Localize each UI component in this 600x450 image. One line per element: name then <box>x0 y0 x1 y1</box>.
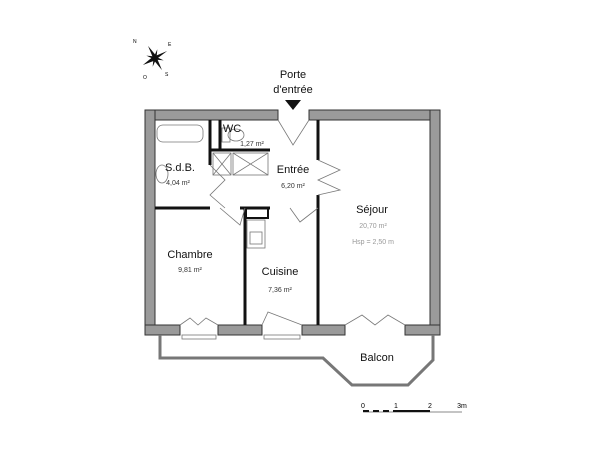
room-area-sejour: 20,70 m² <box>359 223 387 230</box>
entrance-label-line1: Porte <box>280 69 306 81</box>
svg-text:O: O <box>143 75 147 81</box>
fixtures <box>155 124 269 249</box>
svg-text:N: N <box>133 39 137 45</box>
arrow-down-icon <box>285 100 301 110</box>
room-area-cuisine: 7,36 m² <box>268 287 292 294</box>
svg-text:E: E <box>168 42 172 48</box>
doors <box>179 119 406 340</box>
room-area-sdb: 4,04 m² <box>166 180 190 187</box>
room-name-balcon: Balcon <box>360 352 394 364</box>
scale-bar: 0 1 2 3m <box>361 403 467 413</box>
room-name-sdb: S.d.B. <box>165 162 195 174</box>
balcony-outline <box>158 335 435 387</box>
room-name-sejour: Séjour <box>356 204 388 216</box>
room-area-wc: 1,27 m² <box>240 141 264 148</box>
room-area-chambre: 9,81 m² <box>178 267 202 274</box>
interior-walls <box>155 120 320 325</box>
room-height-sejour: Hsp = 2,50 m <box>352 239 394 246</box>
scale-tick-0: 0 <box>361 403 365 410</box>
room-name-chambre: Chambre <box>167 249 212 261</box>
scale-tick-1: 1 <box>394 403 398 410</box>
compass-rose-icon: N E O S <box>133 39 172 81</box>
scale-tick-2: 2 <box>428 403 432 410</box>
room-name-wc: WC <box>223 123 241 135</box>
room-name-cuisine: Cuisine <box>262 266 299 278</box>
room-area-entree: 6,20 m² <box>281 183 305 190</box>
scale-tick-3: 3m <box>457 403 467 410</box>
entrance-label-line2: d'entrée <box>273 84 312 96</box>
svg-text:S: S <box>165 72 169 78</box>
room-name-entree: Entrée <box>277 164 309 176</box>
outer-walls <box>144 109 441 336</box>
